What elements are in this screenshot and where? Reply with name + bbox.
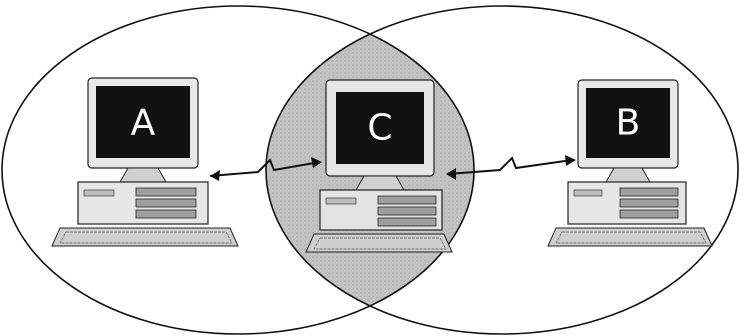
computer-c: C <box>306 80 452 252</box>
keyboard-icon <box>306 234 452 252</box>
computer-a-label: A <box>131 103 156 144</box>
computer-c-label: C <box>367 108 392 149</box>
computer-a: A <box>52 78 238 246</box>
computer-b: B <box>548 80 712 246</box>
desktop-computer-icon: C <box>320 80 442 230</box>
desktop-computer-icon: A <box>78 78 208 224</box>
keyboard-icon <box>548 228 712 246</box>
computer-b-label: B <box>616 103 641 144</box>
keyboard-icon <box>52 228 238 246</box>
desktop-computer-icon: B <box>568 80 686 224</box>
